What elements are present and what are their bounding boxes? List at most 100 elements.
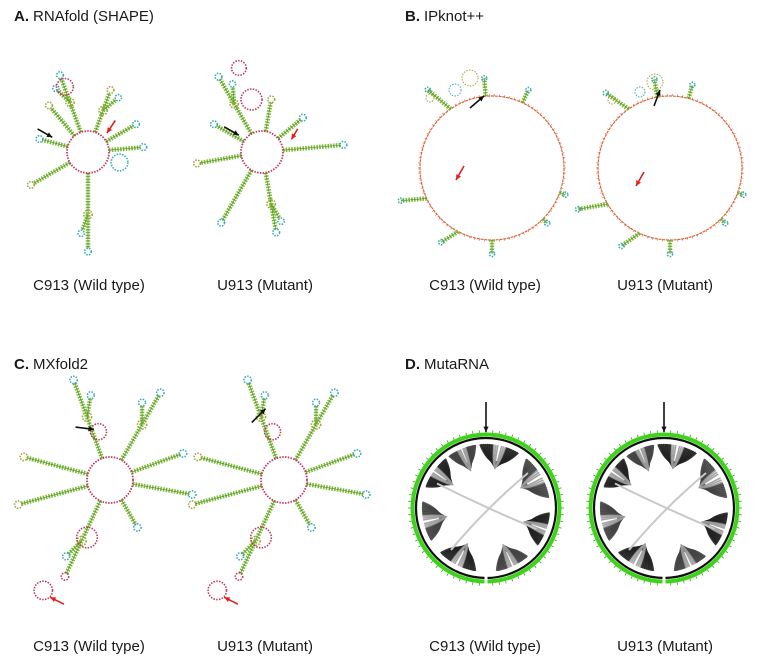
panel-a-letter: A. xyxy=(14,8,29,25)
tick xyxy=(547,462,551,466)
chord xyxy=(610,469,632,486)
tick xyxy=(734,480,738,483)
tick xyxy=(534,447,537,451)
loop xyxy=(240,130,284,174)
tick xyxy=(435,565,438,569)
chord xyxy=(680,544,695,568)
loop xyxy=(425,93,435,103)
loop xyxy=(35,134,44,144)
loop xyxy=(192,159,202,168)
chord xyxy=(436,482,537,530)
tick xyxy=(556,480,560,483)
tick xyxy=(734,533,738,536)
loop xyxy=(69,375,79,385)
tick xyxy=(425,457,429,460)
loop xyxy=(86,456,134,504)
chord xyxy=(698,473,721,489)
panel-a-name: RNAfold (SHAPE) xyxy=(33,8,154,25)
tick xyxy=(717,561,720,564)
tick xyxy=(712,447,715,451)
panel-b-caption-wt: C913 (Wild type) xyxy=(429,277,541,294)
arrow-head xyxy=(291,133,297,140)
tick xyxy=(418,545,421,548)
loop xyxy=(44,101,54,110)
arrow-head xyxy=(232,130,239,136)
loop xyxy=(298,113,308,122)
chord xyxy=(520,473,543,489)
tick xyxy=(435,447,438,451)
tick xyxy=(517,437,520,440)
chord xyxy=(493,444,505,469)
rna-structure-planar xyxy=(26,71,148,256)
tick xyxy=(458,578,461,582)
arrow-head xyxy=(259,408,266,415)
tick xyxy=(630,576,633,579)
tick xyxy=(593,474,596,477)
loop xyxy=(81,411,93,423)
loop xyxy=(561,191,569,199)
loop xyxy=(98,105,109,116)
panel-c-caption-mut: U913 (Mutant) xyxy=(217,638,313,655)
tick xyxy=(452,576,455,579)
arrow-head xyxy=(655,90,661,96)
tick xyxy=(410,487,414,489)
tick xyxy=(618,569,622,573)
loop xyxy=(33,580,54,601)
tick xyxy=(712,565,715,569)
loop xyxy=(114,93,123,102)
chord xyxy=(502,543,516,568)
tick xyxy=(590,533,594,536)
chord xyxy=(671,444,681,470)
loop xyxy=(339,140,348,150)
chord xyxy=(502,544,517,568)
tick xyxy=(430,452,433,455)
panel-d-letter: D. xyxy=(405,356,420,373)
loop xyxy=(634,86,646,98)
panel-a-caption-wt: C913 (Wild type) xyxy=(33,277,145,294)
loop xyxy=(352,448,362,458)
chord xyxy=(680,543,694,568)
tick xyxy=(458,434,461,438)
tick xyxy=(630,437,633,440)
loop xyxy=(329,388,339,398)
tick xyxy=(736,527,740,529)
loop xyxy=(243,375,253,385)
tick xyxy=(410,527,414,529)
tick xyxy=(736,487,740,489)
loop xyxy=(214,72,223,81)
tick xyxy=(613,447,616,451)
tick xyxy=(689,578,692,582)
tick xyxy=(418,468,421,471)
loop xyxy=(260,456,308,504)
panel-b-name: IPknot++ xyxy=(424,8,485,25)
loop xyxy=(311,398,321,407)
tick xyxy=(523,440,526,443)
loop xyxy=(618,242,625,250)
loop xyxy=(488,250,496,258)
loop xyxy=(83,247,93,256)
loop xyxy=(666,250,674,258)
chord xyxy=(600,515,626,525)
loop xyxy=(235,552,245,561)
panel-c-letter: C. xyxy=(14,356,29,373)
loop xyxy=(602,89,610,97)
loop xyxy=(688,81,696,89)
panel-b-letter: B. xyxy=(405,8,420,25)
tick xyxy=(554,539,557,542)
chord xyxy=(600,515,625,527)
tick xyxy=(551,468,554,471)
tick xyxy=(588,527,592,529)
tick xyxy=(725,550,729,554)
loop xyxy=(229,98,240,109)
tick xyxy=(590,480,594,483)
tick xyxy=(558,527,562,529)
tick xyxy=(643,580,645,584)
loop xyxy=(543,219,551,227)
chord xyxy=(609,467,632,486)
loop xyxy=(131,120,141,129)
rna-structure-ring xyxy=(397,69,569,258)
tick xyxy=(412,480,416,483)
tick xyxy=(624,440,627,443)
loop xyxy=(86,391,96,400)
